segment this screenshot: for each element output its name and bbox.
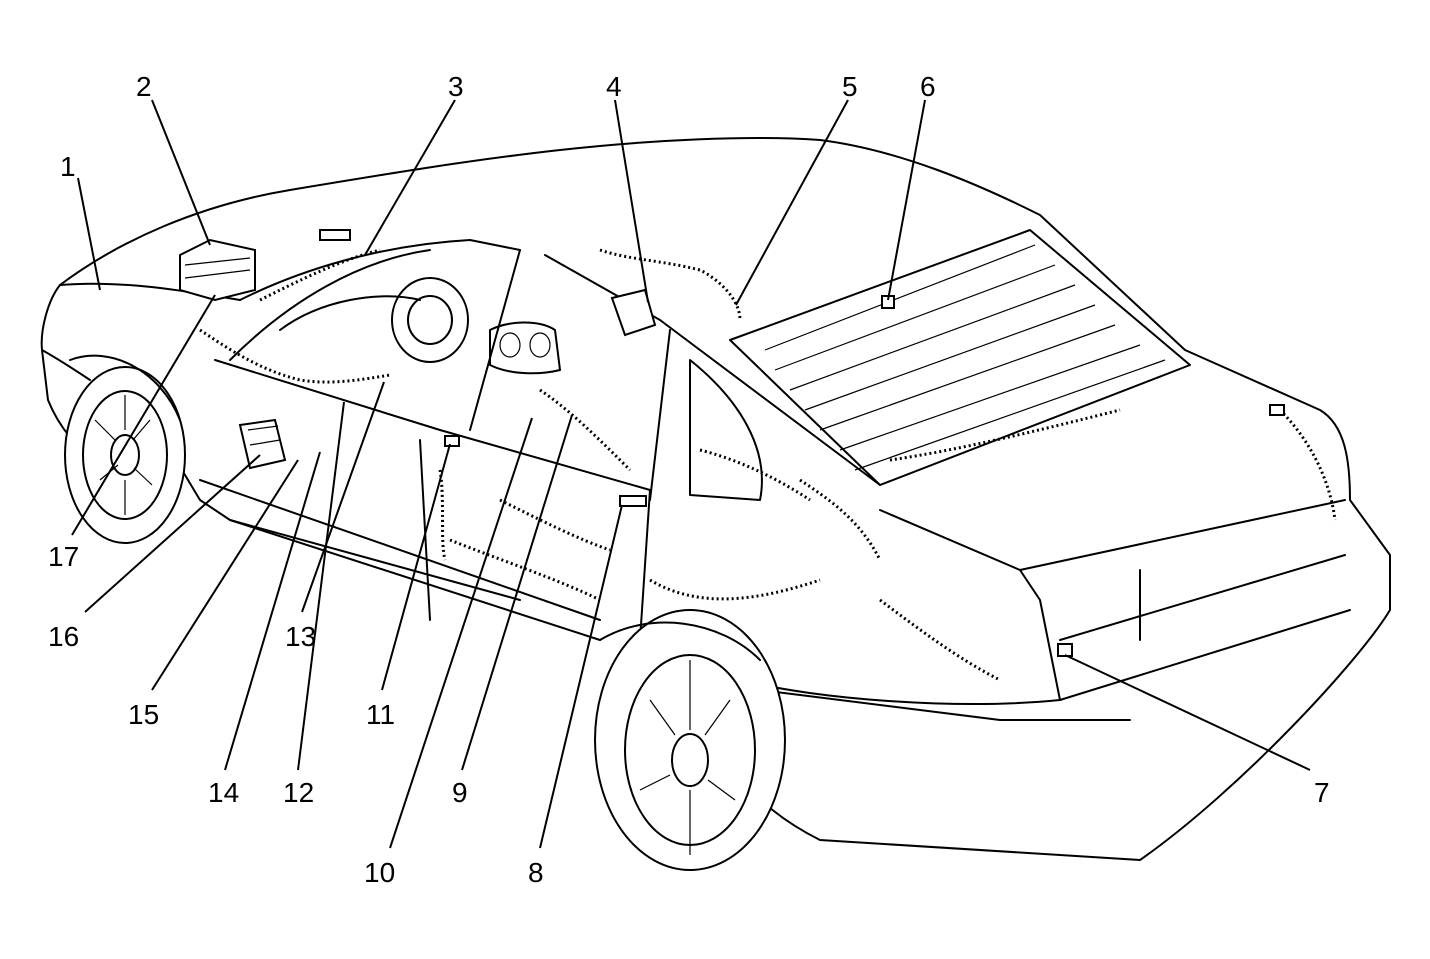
- callout-1: 1: [60, 151, 76, 182]
- callout-4: 4: [606, 71, 622, 102]
- car-body-outline: [40, 137, 1391, 861]
- callout-14: 14: [208, 777, 239, 808]
- leader-5: [735, 99, 849, 306]
- leader-3: [364, 99, 456, 256]
- rear-wheel: [594, 609, 786, 871]
- leader-8: [539, 504, 623, 849]
- callout-7: 7: [1314, 777, 1330, 808]
- callout-11: 11: [366, 699, 395, 730]
- callout-5: 5: [842, 71, 858, 102]
- callout-10: 10: [364, 857, 395, 888]
- leader-7: [1064, 654, 1311, 771]
- leader-1: [77, 177, 101, 291]
- leader-lines: [71, 99, 1311, 849]
- callout-9: 9: [452, 777, 468, 808]
- leader-12: [297, 401, 345, 771]
- front-wheel: [64, 354, 186, 544]
- callout-12: 12: [283, 777, 314, 808]
- callout-15: 15: [128, 699, 159, 730]
- callout-numbers: 1 2 3 4 5 6 7 8 9 10 11 12 13 14 15 16 1…: [48, 71, 1330, 888]
- leader-4: [614, 99, 649, 303]
- leader-10: [389, 417, 533, 849]
- callout-17: 17: [48, 541, 79, 572]
- leader-17: [71, 294, 216, 536]
- leader-2: [151, 99, 211, 246]
- leader-13: [301, 381, 385, 613]
- callout-13: 13: [285, 621, 316, 652]
- leader-6: [887, 99, 926, 301]
- harness-routing: [199, 248, 1337, 682]
- leader-16: [84, 454, 261, 613]
- callout-6: 6: [920, 71, 936, 102]
- callout-2: 2: [136, 71, 152, 102]
- leader-9: [461, 414, 573, 771]
- callout-8: 8: [528, 857, 544, 888]
- callout-16: 16: [48, 621, 79, 652]
- leader-14: [224, 451, 321, 771]
- interior-components: [179, 229, 1285, 657]
- leader-11: [381, 443, 451, 691]
- callout-3: 3: [448, 71, 464, 102]
- leader-15: [151, 459, 299, 691]
